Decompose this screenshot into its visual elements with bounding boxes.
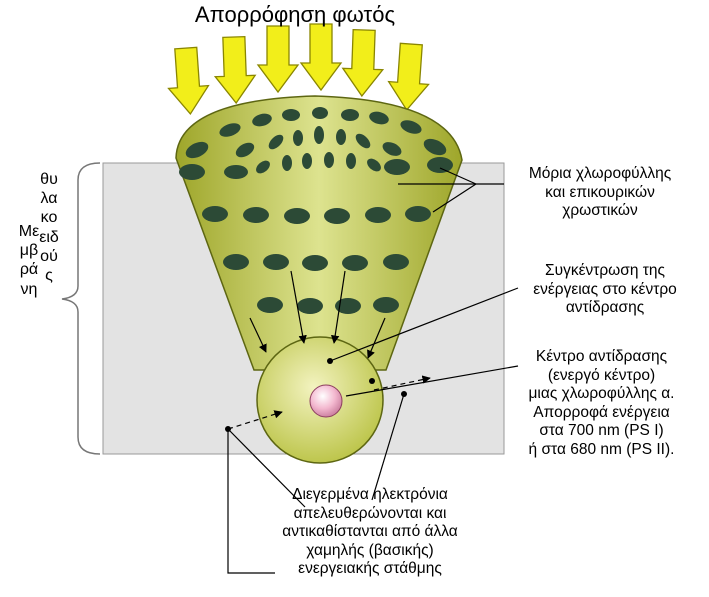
pigment-molecule	[335, 298, 361, 314]
pigment-molecule	[324, 208, 350, 224]
pigment-molecule	[268, 134, 284, 150]
energy-arrow	[249, 317, 267, 353]
label-energy-concentration: Συγκέντρωση της ενέργειας στο κέντρο αντ…	[533, 262, 677, 316]
pigment-molecule	[427, 157, 453, 173]
pigment-molecule	[293, 130, 303, 146]
pigment-molecule	[284, 208, 310, 224]
label-reaction-centre: Κέντρο αντίδρασης (ενεργό κέντρο) μιας χ…	[528, 348, 675, 458]
diagram-title: Απορρόφηση φωτός	[194, 2, 396, 27]
light-arrow	[341, 28, 385, 98]
pigment-molecule	[324, 152, 334, 168]
pigment-molecule	[400, 120, 422, 134]
pigment-molecule	[282, 109, 300, 121]
pigment-molecule	[346, 153, 356, 169]
electron-path-in	[227, 410, 283, 430]
pigment-molecule	[312, 107, 328, 119]
pigment-molecule	[423, 138, 447, 156]
reaction-centre-chlorophyll	[309, 384, 343, 418]
pigment-molecule	[257, 297, 283, 313]
membrane-label-word1: Μεμβράνη	[18, 223, 40, 298]
pigment-molecule	[252, 113, 272, 127]
pigment-molecule	[384, 159, 410, 175]
pigment-molecule	[314, 126, 324, 144]
energy-arrow	[290, 270, 307, 344]
pigment-molecule	[382, 142, 402, 156]
energy-transfer-arrows	[249, 270, 386, 359]
pigment-molecule	[373, 297, 399, 313]
pigment-molecule	[342, 255, 368, 271]
light-arrow	[167, 46, 210, 116]
pigment-molecule	[365, 207, 391, 223]
leader-electrons-3	[227, 429, 275, 574]
pigment-molecule	[367, 158, 381, 172]
light-arrow	[387, 42, 430, 112]
leader-rc	[345, 365, 519, 397]
pigment-molecule	[302, 153, 312, 169]
leader-lines	[227, 167, 519, 574]
light-arrow	[299, 23, 343, 92]
pigment-molecule	[223, 254, 249, 270]
pigment-molecules	[179, 107, 453, 314]
membrane-brace	[61, 162, 101, 455]
pigment-molecule	[263, 254, 289, 270]
energy-arrow	[367, 317, 386, 359]
pigment-molecule	[235, 142, 255, 158]
pigment-molecule	[341, 109, 359, 121]
pigment-molecule	[369, 111, 389, 125]
pigment-molecule	[405, 206, 431, 222]
pigment-molecule	[243, 207, 269, 223]
light-arrows	[167, 23, 430, 116]
label-excited-electrons: Διεγερμένα ηλεκτρόνια απελευθερώνονται κ…	[282, 486, 458, 577]
pigment-molecule	[185, 141, 209, 159]
electron-path-out	[373, 375, 431, 391]
pigment-molecule	[179, 164, 205, 180]
pigment-molecule	[224, 165, 248, 179]
light-arrow	[213, 35, 257, 105]
pigment-molecule	[336, 129, 346, 145]
pigment-molecule	[219, 123, 241, 137]
leader-dots	[225, 358, 407, 432]
energy-arrow	[330, 270, 346, 344]
leader-electrons	[227, 428, 306, 508]
pigment-molecule	[256, 160, 270, 174]
label-chlorophyll-molecules: Μόρια χλωροφύλλης και επικουρικών χρωστι…	[528, 165, 672, 219]
pigment-molecule	[383, 254, 409, 270]
pigment-molecule	[202, 206, 228, 222]
pigment-molecule	[355, 133, 371, 149]
pigment-molecule	[302, 255, 328, 271]
leader-energy	[329, 287, 519, 362]
light-arrow	[256, 25, 300, 94]
pigment-molecule	[297, 298, 323, 314]
membrane-label-word2: θυλακοειδούς	[39, 171, 59, 285]
pigment-molecule	[282, 155, 292, 171]
leader-electrons-2	[371, 393, 405, 501]
